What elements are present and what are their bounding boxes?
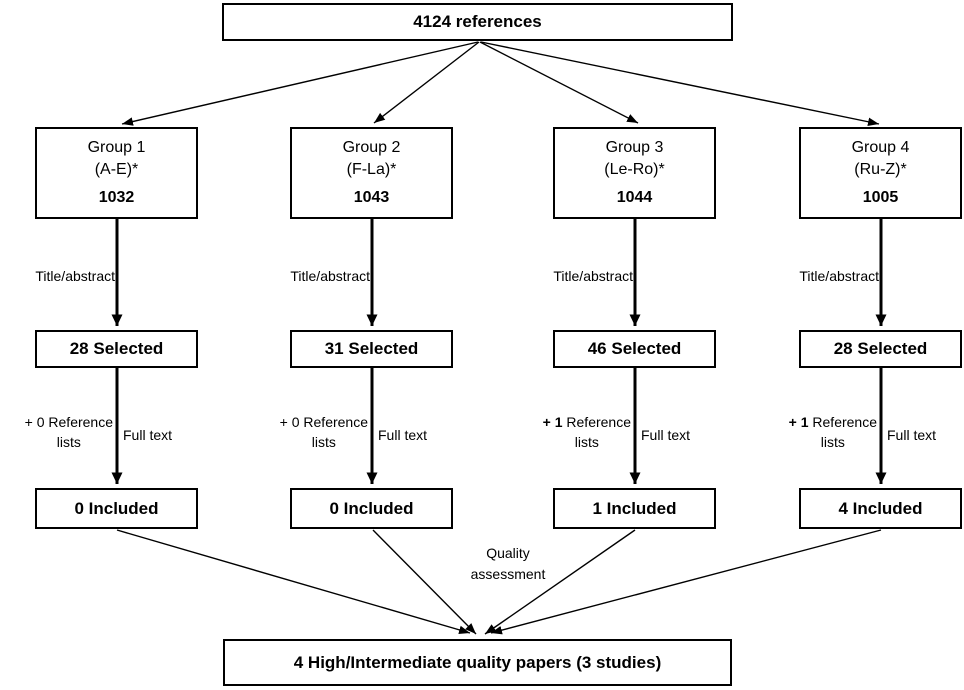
group-2-reference-word: Reference xyxy=(299,414,368,430)
group-2-count: 1043 xyxy=(353,189,390,206)
group-4-name: Group 4 xyxy=(851,139,910,156)
group-4-reference-lists-label: + 1 Reference lists xyxy=(789,412,877,452)
group-4-selected-box: 28 Selected xyxy=(799,330,962,368)
group-1-name: Group 1 xyxy=(87,139,146,156)
group-4-reference-word: Reference xyxy=(808,414,877,430)
references-box: 4124 references xyxy=(222,3,733,41)
group-1-full-text-label: Full text xyxy=(123,427,173,443)
group-3-included-box: 1 Included xyxy=(553,488,716,529)
group-3-reference-lists-label: + 1 Reference lists xyxy=(543,412,631,452)
group-1-reference-word: Reference xyxy=(44,414,113,430)
group-1-selected-label: 28 Selected xyxy=(69,339,164,358)
group-2-reference-lists-label: + 0 Reference lists xyxy=(280,412,368,452)
group-4-full-text-label: Full text xyxy=(887,427,937,443)
group-1-reference-lists-label: + 0 Reference lists xyxy=(25,412,113,452)
group-2-selected-box: 31 Selected xyxy=(290,330,453,368)
group-4-box: Group 4 (Ru-Z)* 1005 xyxy=(799,127,962,219)
group-3-selected-box: 46 Selected xyxy=(553,330,716,368)
group-4-title-abstract-label: Title/abstract xyxy=(799,268,879,284)
group-4-selected-label: 28 Selected xyxy=(833,339,928,358)
group-2-name: Group 2 xyxy=(342,139,401,156)
group-2-reference-prefix: + 0 xyxy=(279,414,300,430)
references-box-label: 4124 references xyxy=(413,12,542,31)
group-3-title-abstract-label: Title/abstract xyxy=(553,268,633,284)
group-3-included-label: 1 Included xyxy=(592,498,677,518)
group-1-title-abstract-label: Title/abstract xyxy=(35,268,115,284)
group-2-included-box: 0 Included xyxy=(290,488,453,529)
arrow-references-to-group-2 xyxy=(373,41,480,124)
arrow-included-1-to-final xyxy=(116,529,471,635)
group-1-selected-box: 28 Selected xyxy=(35,330,198,368)
group-2-reference-line1: + 0 Reference xyxy=(280,412,368,432)
group-3-reference-prefix: + 1 xyxy=(542,414,563,430)
group-1-count: 1032 xyxy=(98,189,135,206)
group-4-included-label: 4 Included xyxy=(838,498,923,518)
quality-assessment-label: Quality assessment xyxy=(430,543,586,585)
group-3-reference-line2: lists xyxy=(574,434,599,450)
group-2-included-label: 0 Included xyxy=(329,498,414,518)
final-box: 4 High/Intermediate quality papers (3 st… xyxy=(223,639,732,686)
group-3-name: Group 3 xyxy=(605,139,664,156)
group-1-reference-line2: lists xyxy=(56,434,81,450)
group-4-reference-line1: + 1 Reference xyxy=(789,412,877,432)
group-4-reference-prefix: + 1 xyxy=(788,414,809,430)
group-2-selected-label: 31 Selected xyxy=(324,339,419,358)
quality-assessment-line2: assessment xyxy=(470,566,546,582)
group-3-count: 1044 xyxy=(616,189,653,206)
arrow-references-to-group-1 xyxy=(121,41,479,126)
arrow-references-to-group-4 xyxy=(480,41,880,126)
group-4-count: 1005 xyxy=(862,189,899,206)
group-4-reference-line2: lists xyxy=(820,434,845,450)
group-2-reference-line2: lists xyxy=(311,434,336,450)
group-1-reference-line1: + 0 Reference xyxy=(25,412,113,432)
group-4-range: (Ru-Z)* xyxy=(854,161,907,178)
group-3-selected-label: 46 Selected xyxy=(587,339,682,358)
group-3-reference-word: Reference xyxy=(562,414,631,430)
group-1-reference-prefix: + 0 xyxy=(24,414,45,430)
group-4-included-box: 4 Included xyxy=(799,488,962,529)
group-2-full-text-label: Full text xyxy=(378,427,428,443)
arrow-references-to-group-3 xyxy=(479,41,639,124)
group-2-title-abstract-label: Title/abstract xyxy=(290,268,370,284)
group-2-range: (F-La)* xyxy=(346,161,397,178)
group-1-range: (A-E)* xyxy=(94,161,139,178)
group-2-box: Group 2 (F-La)* 1043 xyxy=(290,127,453,219)
group-1-box: Group 1 (A-E)* 1032 xyxy=(35,127,198,219)
group-1-included-label: 0 Included xyxy=(74,498,159,518)
final-box-label: 4 High/Intermediate quality papers (3 st… xyxy=(293,652,662,672)
quality-assessment-line1: Quality xyxy=(486,545,530,561)
group-1-included-box: 0 Included xyxy=(35,488,198,529)
group-3-reference-line1: + 1 Reference xyxy=(543,412,631,432)
group-3-full-text-label: Full text xyxy=(641,427,691,443)
group-3-range: (Le-Ro)* xyxy=(604,161,665,178)
group-3-box: Group 3 (Le-Ro)* 1044 xyxy=(553,127,716,219)
